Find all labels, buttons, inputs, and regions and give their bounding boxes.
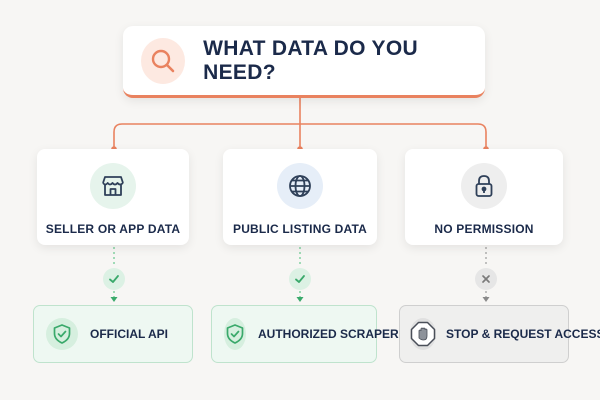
category-no-permission: NO PERMISSION [405,149,563,245]
outcome-official-api: OFFICIAL API [33,305,193,363]
shield-check-icon [224,318,246,350]
search-icon [141,37,186,84]
outcome-label: OFFICIAL API [90,327,168,341]
stop-hand-icon [410,318,436,350]
cross-status-icon [475,268,497,290]
category-label: NO PERMISSION [434,222,534,236]
check-status-icon [103,268,125,290]
category-label: PUBLIC LISTING DATA [232,222,367,236]
outcome-authorized-scraper: AUTHORIZED SCRAPER [211,305,399,363]
globe-icon [277,163,323,209]
category-label: SELLER OR APP DATA [45,222,181,236]
outcome-label: AUTHORIZED SCRAPER [258,327,399,341]
outcome-label: STOP & REQUEST ACCESS [446,327,600,341]
storefront-icon [90,163,136,209]
category-seller-app-data: SELLER OR APP DATA [37,149,189,245]
question-header: WHAT DATA DO YOU NEED? [123,26,485,98]
outcome-stop-request-access: STOP & REQUEST ACCESS [399,305,600,363]
lock-icon [461,163,507,209]
shield-check-icon [46,318,78,350]
category-public-listing-data: PUBLIC LISTING DATA [223,149,377,245]
check-status-icon [289,268,311,290]
page-title: WHAT DATA DO YOU NEED? [203,36,418,84]
